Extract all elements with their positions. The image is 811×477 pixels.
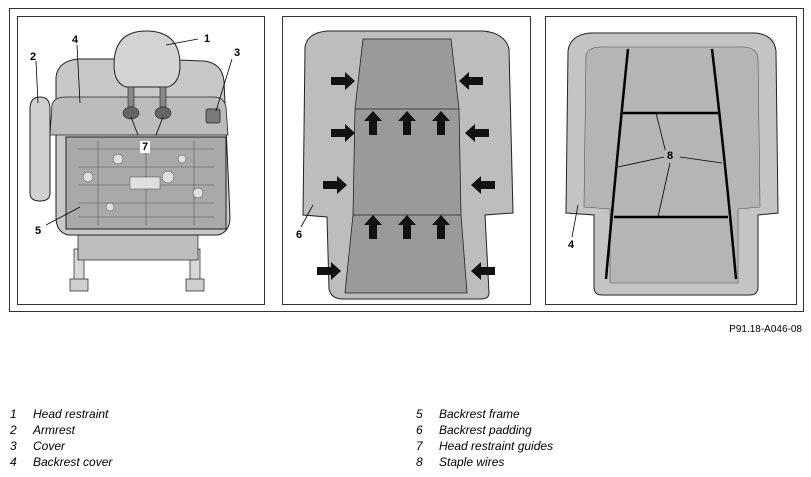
legend-left: 1 Head restraint 2 Armrest 3 Cover 4 Backres… bbox=[10, 406, 112, 470]
figure-code: P91.18-A046-08 bbox=[729, 324, 802, 335]
legend-label: Backrest cover bbox=[33, 455, 113, 469]
callout-backrest-padding: 6 bbox=[296, 229, 303, 241]
callout-backrest-cover: 4 bbox=[72, 34, 79, 46]
panel-backrest-rear: 1 2 4 3 7 5 bbox=[17, 16, 265, 305]
legend-number: 7 bbox=[416, 439, 423, 453]
callout-backrest-cover-right: 4 bbox=[568, 239, 575, 251]
illustration-frame bbox=[9, 8, 804, 312]
legend-label: Head restraint guides bbox=[439, 439, 554, 453]
legend-item: 3 Cover bbox=[10, 438, 112, 454]
legend-number: 6 bbox=[416, 423, 423, 437]
panel-backrest-cover: 8 4 bbox=[545, 16, 797, 305]
legend-item: 4 Backrest cover bbox=[10, 454, 112, 470]
legend-label: Cover bbox=[33, 439, 66, 453]
legend-number: 4 bbox=[10, 455, 17, 469]
legend-number: 5 bbox=[416, 407, 423, 421]
legend-number: 1 bbox=[10, 407, 17, 421]
legend-number: 3 bbox=[10, 439, 17, 453]
legend-item: 7 Head restraint guides bbox=[416, 438, 553, 454]
backrest-cover-drawing bbox=[565, 32, 779, 296]
legend-item: 6 Backrest padding bbox=[416, 422, 553, 438]
callout-backrest-frame: 5 bbox=[35, 225, 42, 237]
callout-head-restraint-guides: 7 bbox=[140, 141, 151, 153]
callout-armrest: 2 bbox=[30, 51, 37, 63]
legend-label: Backrest padding bbox=[439, 423, 532, 437]
legend-number: 2 bbox=[10, 423, 17, 437]
legend-right: 5 Backrest frame 6 Backrest padding 7 Head … bbox=[416, 406, 553, 470]
legend-label: Backrest frame bbox=[439, 407, 520, 421]
legend-item: 5 Backrest frame bbox=[416, 406, 553, 422]
backrest-rear-drawing bbox=[29, 30, 233, 292]
callout-staple-wires: 8 bbox=[665, 150, 676, 162]
legend-label: Armrest bbox=[33, 423, 75, 437]
backrest-padding-drawing bbox=[300, 30, 514, 300]
callout-head-restraint: 1 bbox=[204, 33, 211, 45]
legend-label: Head restraint bbox=[33, 407, 109, 421]
legend-number: 8 bbox=[416, 455, 423, 469]
legend-label: Staple wires bbox=[439, 455, 505, 469]
legend-item: 8 Staple wires bbox=[416, 454, 553, 470]
panel-backrest-padding: 6 bbox=[282, 16, 531, 305]
legend-item: 1 Head restraint bbox=[10, 406, 112, 422]
legend-item: 2 Armrest bbox=[10, 422, 112, 438]
callout-cover: 3 bbox=[234, 47, 241, 59]
